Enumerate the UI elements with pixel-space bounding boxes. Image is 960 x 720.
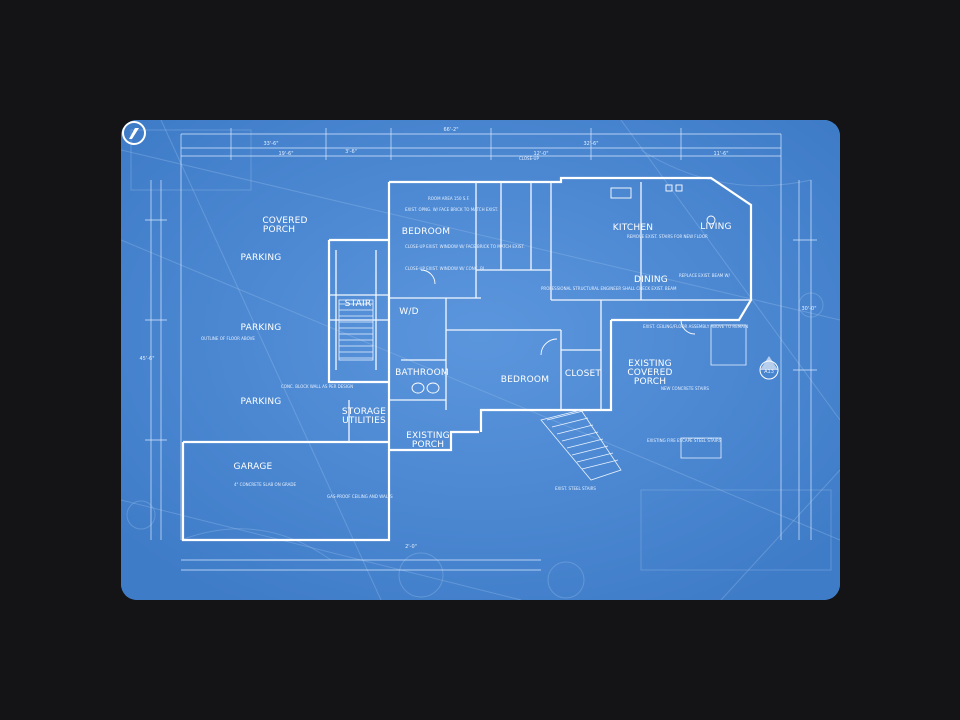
room-label: GARAGE xyxy=(234,462,273,472)
annotation-note: OUTLINE OF FLOOR ABOVE xyxy=(201,336,255,341)
stair-tread xyxy=(581,459,619,470)
dimension-label: 45'-6" xyxy=(139,356,154,362)
room-labels: COVEREDPORCHPARKINGPARKINGPARKINGSTAIRBE… xyxy=(234,216,732,472)
annotation-note: EXIST. STEEL STAIRS xyxy=(555,486,596,491)
section-tag: A13 xyxy=(759,356,779,380)
dimension-label: 12'-0" xyxy=(533,151,548,157)
exterior-walls xyxy=(181,176,753,542)
room-label: KITCHEN xyxy=(613,223,653,233)
annotation-note: EXIST. OPNG. W/ FACE BRICK TO MATCH EXIS… xyxy=(405,207,498,212)
annotation-notes: CLOSE-UP EXIST. OPNG. W/ FACE BRICK TO MA… xyxy=(201,156,748,499)
annotation-note: GAS-PROOF CEILING AND WALLS xyxy=(327,494,393,499)
floor-plan-drawing: A13 COVEREDPORCHPARKINGPARKINGPARKINGSTA… xyxy=(121,120,840,600)
fixtures xyxy=(411,184,716,394)
dimension-label: 3'-6" xyxy=(345,149,357,155)
interior-walls xyxy=(329,182,751,442)
annotation-note: EXIST. CEILING/FLOOR ASSEMBLY ABOVE TO R… xyxy=(643,324,748,329)
annotation-note: 4" CONCRETE SLAB ON GRADE xyxy=(234,482,296,487)
dimension-label: 19'-6" xyxy=(278,151,293,157)
room-label: COVERED xyxy=(627,368,672,378)
dimension-lines xyxy=(145,128,817,571)
annotation-note: CONC. BLOCK WALL AS PER DESIGN xyxy=(281,384,353,389)
room-label: EXISTING xyxy=(628,359,672,369)
annotation-note: PROFESSIONAL STRUCTURAL ENGINEER SHALL C… xyxy=(541,286,677,291)
room-label: W/D xyxy=(399,307,418,317)
annotation-note: EXISTING FIRE ESCAPE STEEL STAIRS xyxy=(647,438,722,443)
stairs-graphics xyxy=(338,299,747,481)
section-tag-label: A13 xyxy=(764,369,774,375)
room-label: PORCH xyxy=(412,440,444,450)
annotation-note: CLOSE-UP EXIST. WINDOW W/ FACE BRICK TO … xyxy=(405,244,525,249)
stair-tread xyxy=(546,410,584,421)
logo-icon xyxy=(122,121,146,145)
dimension-label: 33'-6" xyxy=(263,141,278,147)
annotation-note: CLOSE-UP xyxy=(519,156,539,161)
dimension-label: 30'-0" xyxy=(801,306,816,312)
dimension-label: 2'-0" xyxy=(405,544,417,550)
dimension-label: 11'-6" xyxy=(713,151,728,157)
stair-tread xyxy=(556,424,594,435)
annotation-note: NEW CONCRETE STAIRS xyxy=(661,386,709,391)
blueprint-background xyxy=(121,120,840,600)
room-label: STAIR xyxy=(345,299,372,309)
dimension-label: 32'-6" xyxy=(583,141,598,147)
dimension-label: 66'-2" xyxy=(443,127,458,133)
room-label: STORAGE xyxy=(342,407,386,417)
room-label: PARKING xyxy=(241,323,282,333)
room-label: PORCH xyxy=(263,225,295,235)
stair-tread xyxy=(551,417,589,428)
room-label: PARKING xyxy=(241,253,282,263)
room-label: CLOSET xyxy=(565,369,601,379)
stair-tread xyxy=(571,445,609,456)
stair-tread xyxy=(576,452,614,463)
room-label: PARKING xyxy=(241,397,282,407)
room-label: BEDROOM xyxy=(402,227,450,237)
room-label: BEDROOM xyxy=(501,375,549,385)
room-label: PORCH xyxy=(634,377,666,387)
room-label: UTILITIES xyxy=(342,416,386,426)
dimension-labels: 66'-2" 33'-6" 32'-6" 45'-6" 30'-0" 19'-6" 12'-… xyxy=(139,127,816,550)
annotation-note: REPLACE EXIST. BEAM W/ xyxy=(679,273,730,278)
room-label: EXISTING xyxy=(406,431,450,441)
stair-tread xyxy=(566,438,604,449)
room-label: LIVING xyxy=(700,222,731,232)
room-label: BATHROOM xyxy=(395,368,449,378)
room-label: DINING xyxy=(634,275,668,285)
annotation-note: CLOSE-UP EXIST. WINDOW W/ CONC. BL. xyxy=(405,266,486,271)
stair-tread xyxy=(561,431,599,442)
annotation-note: REMOVE EXIST. STAIRS FOR NEW FLOOR xyxy=(627,234,708,239)
room-label: COVERED xyxy=(262,216,307,226)
annotation-note: ROOM AREA 150 S.F. xyxy=(428,196,470,201)
